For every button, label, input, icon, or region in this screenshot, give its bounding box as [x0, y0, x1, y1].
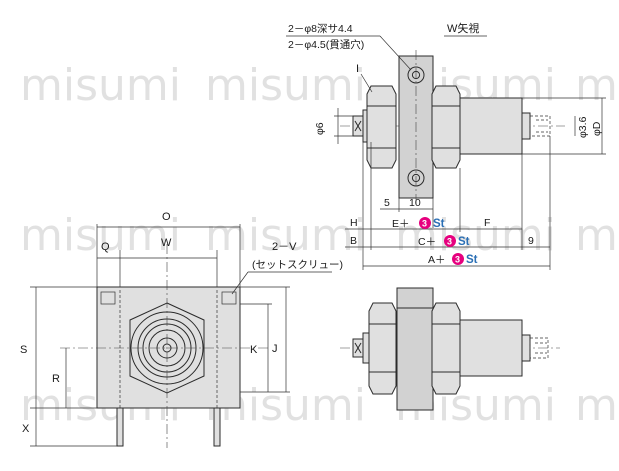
watermark-text: misumi	[575, 210, 619, 261]
dim-H-label: H	[350, 217, 358, 229]
badge-number: 3	[455, 255, 460, 265]
watermark-text: misumi	[575, 60, 619, 111]
stroke-badge	[419, 217, 431, 229]
set-screw-left	[116, 407, 124, 447]
body-end	[521, 112, 531, 140]
stroke-badge	[444, 235, 456, 247]
tip-mark	[354, 120, 362, 132]
dim-E-label: E＋	[392, 218, 410, 230]
view-w-label: W矢視	[447, 21, 479, 35]
set-screw-right	[213, 407, 221, 447]
screw-pocket	[221, 291, 237, 305]
leader-line	[360, 73, 373, 93]
phiD-label: φD	[591, 121, 603, 136]
dim-S-label: S	[20, 344, 27, 356]
dim-A-label: A＋	[428, 254, 446, 266]
stroke-badge	[452, 253, 464, 265]
dim-B-label: B	[350, 235, 357, 247]
sensor-body	[459, 319, 523, 377]
left-nut	[368, 302, 397, 395]
cable-outline	[529, 337, 549, 359]
dim-K-label: K	[250, 344, 258, 356]
dim-R-label: R	[52, 373, 60, 385]
watermark-text: misumi	[20, 210, 181, 261]
stroke-st-label: St	[458, 236, 470, 248]
screw-pocket	[100, 291, 116, 305]
watermark-text: misumi	[575, 380, 619, 431]
leader-line	[231, 271, 249, 295]
dim-J-label: J	[272, 343, 278, 355]
right-nut	[431, 302, 461, 395]
side-view: φ6 φ3.6 φD 2－φ8深サ4.4 2－φ4.5(貫通穴) W矢視 I 5…	[286, 21, 606, 270]
watermark-text: misumi	[205, 210, 366, 261]
dim-9-label: 9	[528, 235, 534, 247]
cable-outline	[529, 115, 551, 137]
V-note: (セットスクリュー)	[252, 259, 343, 271]
dim-Q-label: Q	[101, 241, 110, 253]
dim-F-label: F	[484, 217, 490, 229]
V-callout: 2－V	[272, 241, 297, 253]
dim-10-label: 10	[409, 197, 421, 209]
side-view-bottom	[340, 287, 560, 411]
hole-callout-1: 2－φ8深サ4.4	[288, 23, 353, 35]
leader-line	[379, 35, 412, 71]
phi6-label: φ6	[314, 122, 326, 135]
hole-callout-2: 2－φ4.5(貫通穴)	[288, 38, 364, 51]
badge-number: 3	[447, 237, 452, 247]
dim-X-label: X	[22, 423, 30, 435]
dim-5-label: 5	[384, 197, 390, 209]
stroke-st-label: St	[466, 254, 478, 266]
dim-W-label: W	[161, 237, 172, 249]
mounting-block	[396, 287, 434, 411]
stroke-st-label: St	[433, 218, 445, 230]
watermark-text: misumi	[20, 60, 181, 111]
dim-O-label: O	[162, 211, 171, 223]
sensor-body	[459, 97, 523, 155]
watermark-text: misumi	[205, 60, 366, 111]
tip-mark	[354, 342, 362, 354]
badge-number: 3	[422, 219, 427, 229]
front-view: O Q W 2－V (セットスクリュー) S R X K J	[20, 211, 343, 448]
dim-C-label: C＋	[418, 236, 436, 248]
lead-I-label: I	[356, 63, 359, 75]
phi36-label: φ3.6	[577, 116, 589, 138]
right-nut	[431, 85, 461, 169]
body-end	[521, 334, 531, 362]
